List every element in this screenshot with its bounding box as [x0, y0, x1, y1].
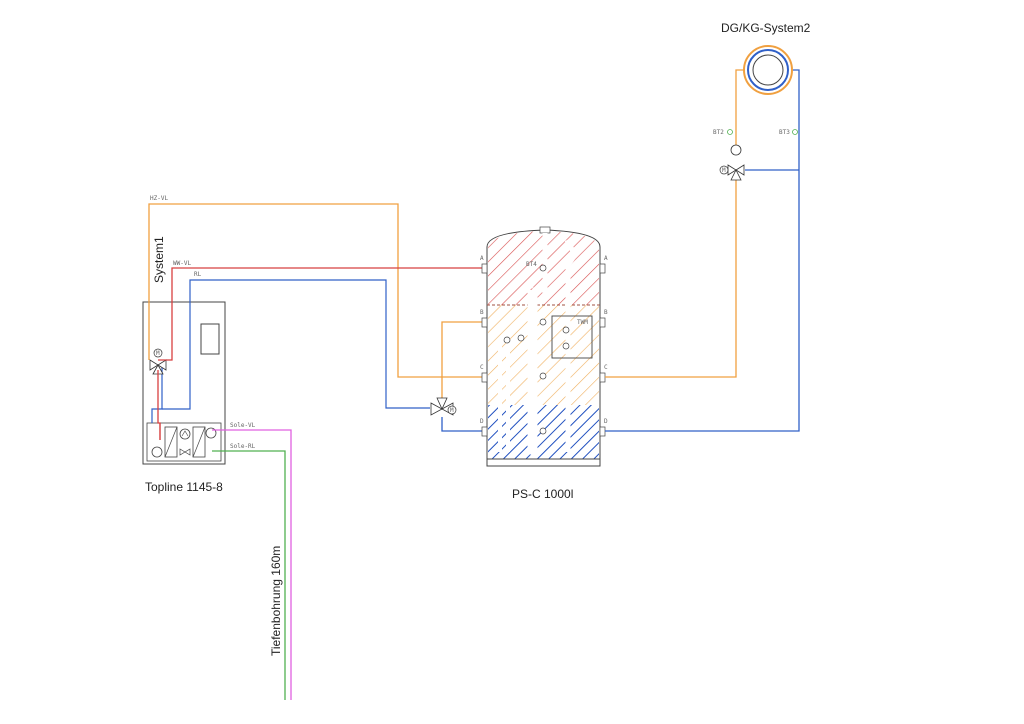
heat-pump-display [200, 323, 220, 355]
pipe-hot-water-flow [158, 267, 486, 361]
fresh-water-module [551, 315, 593, 359]
port-d-right: D [604, 418, 608, 425]
system1-label: System1 [152, 236, 166, 283]
bt3-label: BT3 [779, 129, 790, 136]
port-c-right: C [604, 364, 608, 371]
pipe-buffer-mid-orange [441, 321, 486, 399]
sole-rl-label: Sole-RL [230, 443, 256, 450]
svg-text:M: M [450, 407, 454, 414]
port-a-right: A [604, 255, 608, 262]
borehole-label: Tiefenbohrung 160m [269, 546, 283, 656]
pipe-system2-flow [605, 180, 737, 378]
port-a-left: A [480, 255, 484, 262]
hz-vl-label: HZ-VL [150, 195, 168, 202]
svg-text:M: M [156, 350, 160, 357]
sole-vl-label: Sole-VL [230, 422, 256, 429]
port-b-left: B [480, 309, 484, 316]
compressor-icon [179, 428, 191, 440]
heat-pump-diverter-valve: M [149, 348, 167, 375]
pipe-brine-return [212, 450, 286, 700]
rl-label: RL [194, 271, 202, 278]
heat-pump-unit: M [142, 279, 430, 465]
port-c-left: C [480, 364, 484, 371]
buffer-tank: TWM BT4 A B C D A B C D [480, 226, 608, 467]
pipe-heating-flow [148, 203, 486, 378]
system2-mixing-valve: M [719, 164, 745, 181]
pipe-buffer-return [441, 417, 486, 432]
svg-text:BT4: BT4 [526, 261, 537, 268]
bt2-label: BT2 [713, 129, 724, 136]
svg-text:M: M [722, 167, 726, 174]
bt2-sensor [727, 129, 733, 135]
heating-pump-icon [151, 446, 163, 458]
bt3-sensor [792, 129, 798, 135]
port-d-left: D [480, 418, 484, 425]
svg-text:TWM: TWM [577, 319, 588, 326]
heat-pump-label: Topline 1145-8 [145, 480, 223, 494]
system2-pump-icon [730, 144, 742, 156]
port-b-right: B [604, 309, 608, 316]
system2-label: DG/KG-System2 [721, 21, 811, 35]
ww-vl-label: WW-VL [173, 260, 191, 267]
buffer-mixing-valve: M [430, 397, 457, 416]
system2-heating-circuit [743, 45, 793, 95]
pipe-brine-supply [212, 429, 292, 700]
expansion-valve-icon [179, 448, 191, 456]
buffer-label: PS-C 1000l [512, 487, 573, 501]
